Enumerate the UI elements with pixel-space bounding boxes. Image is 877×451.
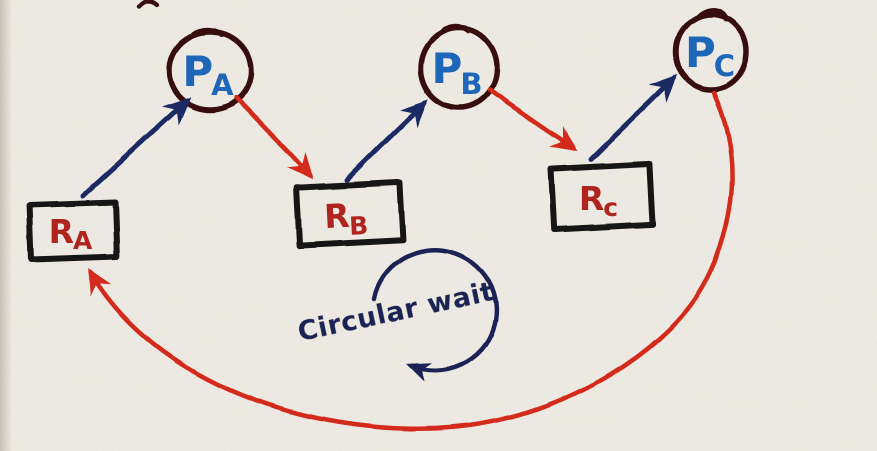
process-pc-pen-overlap (695, 8, 729, 23)
arrow-rc-to-pc (588, 74, 678, 162)
process-pa-pen-overlap (191, 27, 225, 38)
resource-node-ra (26, 199, 120, 263)
pen-mark-top-edge (136, 0, 160, 9)
arrow-pb-to-rc (487, 87, 578, 151)
resource-label-ra: RA (49, 212, 93, 255)
process-label-pc: PC (685, 28, 734, 83)
resource-label-rb: RB (323, 195, 368, 242)
resource-label-rc: Rc (579, 179, 617, 222)
left-edge-shadow (0, 0, 12, 451)
arrow-ra-to-pa (80, 97, 191, 199)
arrow-pa-to-rb (233, 95, 314, 180)
process-label-pb: PB (432, 44, 482, 101)
circular-wait-arrow (371, 248, 500, 382)
process-pb-pen-overlap (441, 24, 471, 34)
arrow-pc-to-ra (87, 89, 735, 431)
arrow-rb-to-pb (344, 99, 429, 183)
process-node-pc (673, 12, 749, 92)
resource-node-rc (547, 160, 656, 233)
resource-node-rb (293, 179, 406, 249)
